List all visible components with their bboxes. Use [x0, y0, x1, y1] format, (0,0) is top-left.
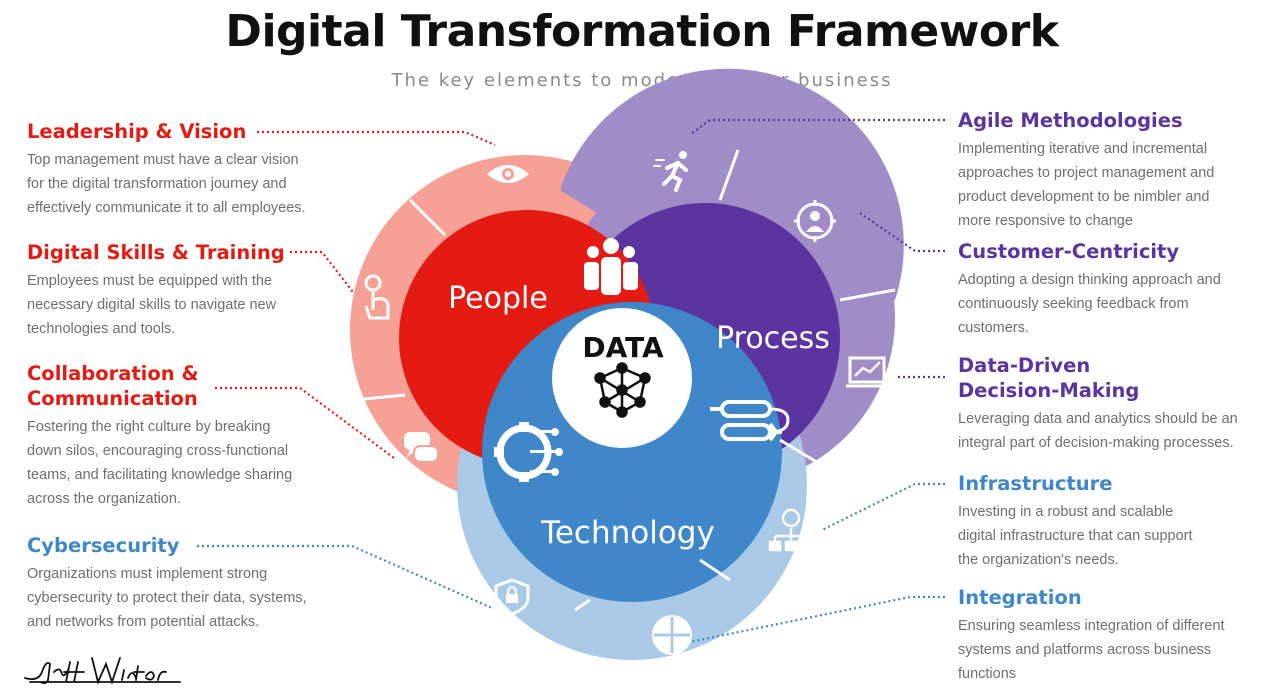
connector-lines [197, 118, 945, 644]
digital-skills-text: Employees must be equipped with the nece… [27, 273, 277, 337]
data-network-icon [594, 362, 651, 418]
infrastructure-block: Infrastructure Investing in a robust and… [958, 471, 1284, 572]
infrastructure-text: Investing in a robust and scalable digit… [958, 504, 1193, 568]
agile-title: Agile Methodologies [958, 109, 1183, 132]
leadership-vision-block: Leadership & Vision Top management must … [27, 119, 357, 220]
integration-block: Integration Ensuring seamless integratio… [958, 585, 1284, 686]
connector-collaboration [215, 386, 395, 459]
shield-lock-icon [494, 578, 530, 616]
integration-text: Ensuring seamless integration of differe… [958, 618, 1225, 682]
chat-icon [404, 432, 439, 463]
chart-icon [846, 356, 888, 388]
network-icon [768, 508, 814, 552]
puzzle-icon [652, 615, 692, 655]
connector-customer [859, 212, 945, 253]
cybersecurity-block: Cybersecurity Organizations must impleme… [27, 533, 357, 634]
collaboration-text: Fostering the right culture by breaking … [27, 419, 293, 507]
cybersecurity-text: Organizations must implement strong cybe… [27, 566, 307, 630]
customer-centricity-block: Customer-Centricity Adopting a design th… [958, 239, 1284, 340]
data-driven-block: Data-Driven Decision-Making Leveraging d… [958, 353, 1284, 455]
technology-label: Technology [540, 515, 715, 551]
data-driven-text: Leveraging data and analytics should be … [958, 411, 1238, 451]
page-title: Digital Transformation Framework [225, 6, 1059, 57]
collaboration-block: Collaboration & Communication Fostering … [27, 361, 357, 511]
eye-icon [487, 165, 529, 183]
connector-infrastructure [821, 482, 945, 531]
data-label: DATA [582, 331, 664, 364]
ring-dividers [354, 149, 896, 612]
cybersecurity-title: Cybersecurity [27, 534, 180, 557]
integration-title: Integration [958, 586, 1082, 609]
team-icon [584, 238, 638, 295]
agile-block: Agile Methodologies Implementing iterati… [958, 108, 1284, 233]
touch-icon [364, 274, 390, 320]
digital-skills-title: Digital Skills & Training [27, 241, 285, 264]
gear-circuit-icon [494, 422, 563, 482]
target-user-icon [794, 200, 836, 242]
running-icon [653, 151, 688, 192]
customer-centricity-title: Customer-Centricity [958, 240, 1180, 263]
workflow-icon [710, 400, 790, 442]
data-driven-title: Data-Driven Decision-Making [958, 354, 1140, 402]
signature-mark [24, 657, 181, 685]
customer-centricity-text: Adopting a design thinking approach and … [958, 272, 1221, 336]
connector-agile [689, 118, 945, 136]
infrastructure-title: Infrastructure [958, 472, 1113, 495]
collaboration-title: Collaboration & Communication [27, 362, 199, 410]
connector-cybersecurity [197, 544, 493, 610]
connector-skills [290, 250, 354, 293]
agile-text: Implementing iterative and incremental a… [958, 141, 1215, 229]
process-label: Process [716, 321, 830, 356]
leadership-vision-title: Leadership & Vision [27, 120, 247, 143]
people-label: People [448, 281, 548, 316]
digital-skills-block: Digital Skills & Training Employees must… [27, 240, 357, 341]
connector-integration [689, 595, 945, 644]
leadership-vision-text: Top management must have a clear vision … [27, 152, 306, 216]
